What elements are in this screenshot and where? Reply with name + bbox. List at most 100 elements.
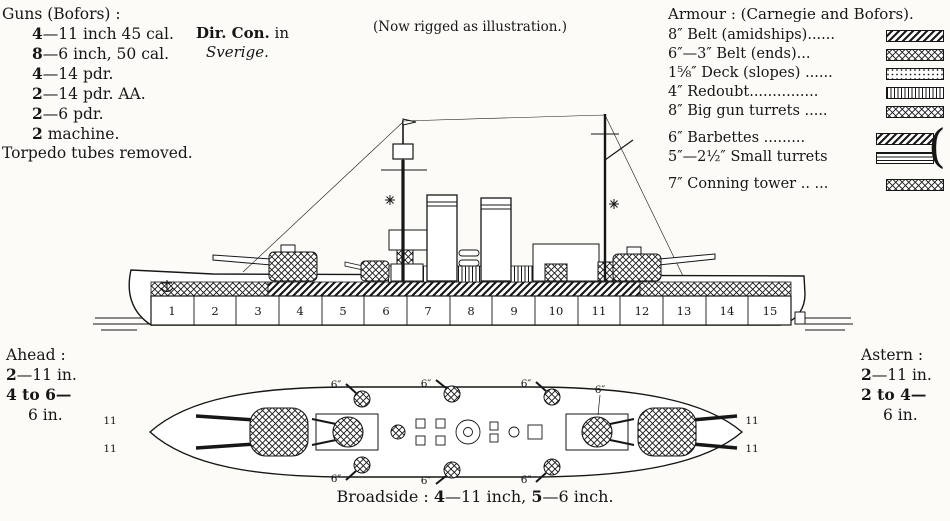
gun-count: 8 [32,44,43,63]
gun-label-6: 6″ [595,384,606,396]
armour-label: 6″ Barbettes ......... [668,130,806,146]
gun-item: 2 machine. [2,124,193,144]
searchlight-symbols [385,195,619,209]
gun-item: 2—6 pdr. [2,104,193,124]
gun-item: 2—14 pdr. AA. [2,84,193,104]
anchor-icon [160,280,174,293]
ahead-desc: —11 in. [16,366,77,384]
broadside-desc: —11 inch, [445,487,532,506]
astern-line: 2 to 4— [861,385,932,405]
conning-tower [396,249,414,265]
armour-label: 5″—2½″ Small turrets [668,149,828,165]
armour-swatch [876,132,934,145]
secondary-turret-aft-1 [544,263,568,282]
plan-deck-fittings [415,418,543,446]
astern-count: 2 [861,365,872,384]
hull-number: 13 [677,304,692,318]
gun-label-11: 11 [745,443,758,455]
hull-number: 5 [339,304,346,318]
hull-number: 12 [635,304,650,318]
armour-row: 6″—3″ Belt (ends)... [668,45,944,64]
astern-count: 2 to 4— [861,385,927,404]
hull-number: 8 [467,304,474,318]
astern-fire: Astern : 2—11 in. 2 to 4— 6 in. [861,345,932,425]
armour-row: 6″ Barbettes ......... [668,129,944,148]
astern-title: Astern : [861,346,924,364]
astern-desc: —11 in. [871,366,932,384]
gun-count: 2 [32,104,43,123]
astern-desc: 6 in. [883,406,918,424]
hull-number: 7 [424,304,431,318]
gun-desc: —6 inch, 50 cal. [42,45,169,63]
ahead-count: 4 to 6— [6,385,72,404]
ship-name: Sverige. [206,43,269,61]
hull-section-scale: 1 2 3 4 5 6 7 8 9 10 11 12 13 14 15 [150,295,792,326]
gun-count: 2 [32,124,43,143]
armour-row: 7″ Conning tower .. ... [668,175,944,194]
plan-fore-secondary [311,413,379,451]
gun-label-6: 6″ [331,379,342,391]
aft-turret [612,246,716,282]
gun-label-6: 6″ [521,378,532,390]
armour-row: 8″ Belt (amidships)...... [668,26,944,45]
director-line: Dir. Con. in [196,24,289,43]
hull-number: 1 [168,304,175,318]
funnel-2 [480,197,512,282]
plan-aft-secondary [565,413,635,451]
armour-swatch [886,29,944,42]
gun-count: 4 [32,64,43,83]
aft-superstructure [532,243,640,282]
director-note: Dir. Con. in Sverige. [196,24,289,62]
rigging [242,114,684,277]
ahead-line: 6 in. [6,405,77,425]
armour-label: 6″—3″ Belt (ends)... [668,46,811,62]
belt-amidships [267,281,641,297]
gun-label-6: 6″ [421,475,432,486]
rudder [794,311,806,325]
armour-label: 4″ Redoubt............... [668,84,819,100]
torpedo-note: Torpedo tubes removed. [2,144,193,162]
gun-item: 4—11 inch 45 cal. [2,24,193,44]
plan-conning-tower [390,424,406,440]
armour-row: 4″ Redoubt............... [668,83,944,102]
ahead-fire: Ahead : 2—11 in. 4 to 6— 6 in. [6,345,77,425]
hull-number: 14 [720,304,735,318]
hull-number: 3 [254,304,261,318]
broadside-caption: Broadside : 4—11 inch, 5—6 inch. [0,487,950,506]
astern-line: 2—11 in. [861,365,932,385]
belt-ends-fore [150,281,269,297]
armour-swatch [886,67,944,80]
hull-number: 11 [592,304,607,318]
hull-number: 10 [549,304,564,318]
ship-plan-view: 11 11 11 11 6″ 6″ 6″ 6″ 6″ 6″ 6″ [103,378,758,486]
armour-label: 1⅝″ Deck (slopes) ...... [668,65,833,81]
hull-number: 9 [510,304,517,318]
secondary-turret-fore [344,260,390,282]
gun-desc: —14 pdr. AA. [42,85,146,103]
gun-count: 4 [32,24,43,43]
guns-title: Guns (Bofors) : [2,5,121,23]
director-rest: in [269,24,289,42]
foremast [381,118,427,281]
gun-label-6: 6″ [521,474,532,486]
hull-number: 6 [382,304,389,318]
armour-row: 5″—2½″ Small turrets [668,148,944,167]
broadside-prefix: Broadside : [336,487,434,506]
hull-number: 15 [763,304,778,318]
gun-label-11: 11 [745,415,758,427]
fore-turret [212,244,318,282]
belt-ends-aft [639,281,792,297]
armour-row: 1⅝″ Deck (slopes) ...... [668,64,944,83]
armour-row: 8″ Big gun turrets ..... [668,102,944,121]
armour-title: Armour : (Carnegie and Bofors). [668,5,914,23]
ahead-count: 2 [6,365,17,384]
armour-swatch [886,48,944,61]
gun-label-11: 11 [103,443,116,455]
armour-swatch [886,105,944,118]
broadside-count: 5 [531,487,543,506]
gun-label-11: 11 [103,415,116,427]
plan-fore-turret [195,407,309,457]
armour-swatch [886,86,944,99]
hull-number: 2 [211,304,218,318]
